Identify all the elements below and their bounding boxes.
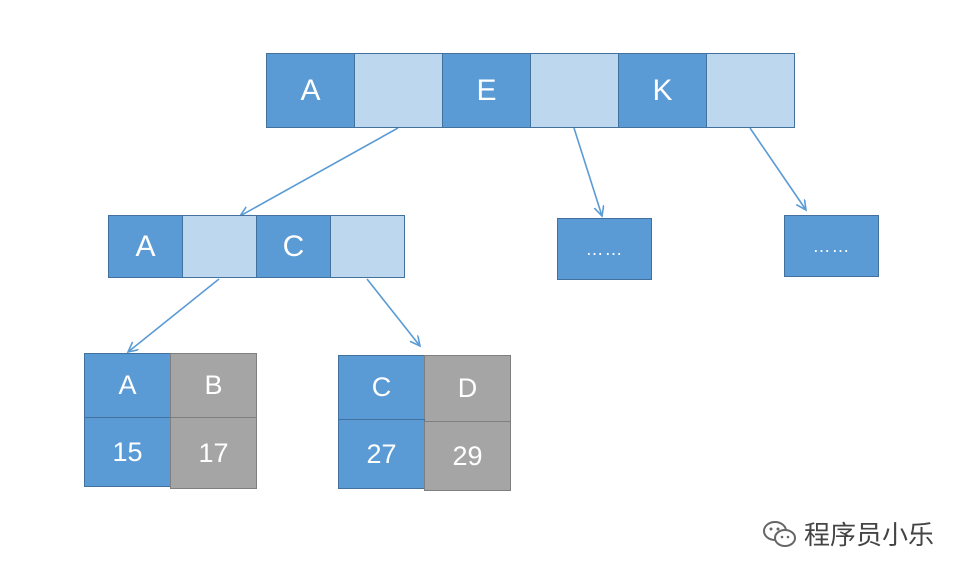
node-key-c: C [256,215,331,278]
leaf-key-d: D [424,355,511,422]
leaf-key-b: B [170,353,257,418]
leaf-key-c: C [338,355,425,420]
node-pointer-2 [330,215,405,278]
root-key-a: A [266,53,355,128]
arrow-root-to-left [240,127,399,216]
node-ellipsis-right: …… [784,215,879,277]
root-pointer-1 [354,53,443,128]
watermark: 程序员小乐 [762,515,934,552]
arrow-left-to-leaf-left [128,278,220,352]
root-key-e: E [442,53,531,128]
arrow-root-to-mid [573,127,602,216]
leaf-key-a: A [84,353,171,418]
root-pointer-3 [706,53,795,128]
wechat-icon [763,520,796,547]
leaf-value-15: 15 [84,417,171,487]
leaf-value-27: 27 [338,419,425,489]
node-pointer-1 [182,215,257,278]
root-pointer-2 [530,53,619,128]
node-key-a: A [108,215,183,278]
watermark-text: 程序员小乐 [804,520,935,550]
root-key-k: K [618,53,707,128]
leaf-value-29: 29 [424,421,511,491]
arrow-left-to-leaf-right [366,278,420,346]
arrow-root-to-right [749,127,806,210]
node-ellipsis-mid: …… [557,218,652,280]
leaf-value-17: 17 [170,417,257,489]
